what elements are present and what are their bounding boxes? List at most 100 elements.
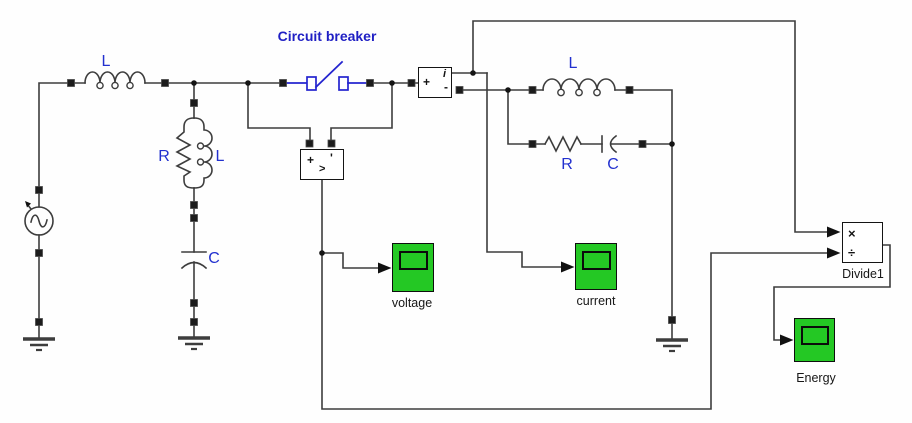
junctions: [191, 70, 675, 256]
coil-curl: [126, 81, 134, 90]
port: [279, 79, 287, 87]
ac-voltage-source[interactable]: [24, 201, 54, 236]
coil-curl: [593, 88, 601, 97]
breaker-contact-right-icon: [338, 76, 349, 91]
wire-to-current-scope: [486, 72, 562, 268]
annotation-circuit-breaker[interactable]: Circuit breaker: [277, 28, 377, 44]
port: [528, 86, 537, 94]
port: [35, 186, 43, 194]
inductor-coil-icon: [542, 78, 616, 91]
coil-curl: [575, 88, 583, 97]
ground-shunt-block[interactable]: [178, 336, 210, 351]
label-load-capacitor: C: [607, 156, 619, 173]
junction-dot: [669, 141, 675, 147]
port: [190, 214, 198, 222]
resistor-zigzag-icon: [543, 135, 583, 153]
port: [327, 139, 336, 148]
ground-load-block[interactable]: [656, 338, 688, 353]
port: [455, 86, 464, 94]
load-rc-block[interactable]: [543, 134, 618, 154]
coil-curl: [96, 81, 104, 90]
wire-current-to-divide: [472, 20, 828, 233]
port: [67, 79, 75, 87]
arrowhead-icon: [827, 247, 841, 259]
caption-energy-scope: Energy: [796, 370, 836, 385]
scope-screen-icon: [399, 251, 428, 270]
label-shunt-inductor: L: [215, 148, 225, 165]
wire-voltage-to-divide: [321, 252, 828, 410]
current-measurement-block[interactable]: + i -: [418, 67, 452, 98]
label-load-inductor: L: [568, 55, 578, 72]
junction-dot: [191, 80, 197, 86]
caption-divide-block: Divide1: [842, 266, 884, 281]
divide-block[interactable]: × ÷: [842, 222, 883, 263]
port: [190, 201, 198, 209]
load-inductor-block[interactable]: [542, 78, 616, 97]
junction-dot: [505, 87, 511, 93]
capacitor-curved-plate-icon: [180, 261, 208, 270]
sine-icon: [30, 214, 48, 228]
port: [35, 249, 43, 257]
wire-to-voltage-scope: [321, 252, 379, 269]
scope-screen-icon: [801, 326, 829, 345]
capacitor-curved-plate-icon: [609, 134, 618, 154]
port: [638, 140, 647, 148]
ports: [35, 79, 676, 326]
voltage-scope-block[interactable]: [392, 243, 434, 292]
arrowhead-icon: [378, 262, 392, 274]
breaker-switch-arm-icon: [314, 60, 344, 89]
wire-source-riser: [38, 82, 86, 208]
caption-current-scope: current: [576, 293, 616, 308]
arrowhead-icon: [827, 226, 841, 238]
inductor-coil-icon: [84, 71, 146, 84]
shunt-rlc-branch-block[interactable]: [175, 117, 213, 270]
label-load-resistor: R: [561, 156, 573, 173]
port: [625, 86, 634, 94]
minus-sign: -: [444, 80, 448, 94]
wire-vm-plus: [247, 82, 311, 142]
coil-curl: [196, 158, 205, 166]
plus-sign: +: [423, 75, 431, 89]
junction-dot: [389, 80, 395, 86]
label-shunt-resistor: R: [158, 148, 170, 165]
port: [190, 299, 198, 307]
port: [190, 318, 198, 326]
arrowhead-icon: [561, 261, 575, 273]
output-chevron: >: [319, 163, 326, 175]
voltage-measurement-block[interactable]: + ' >: [300, 149, 344, 180]
circuit-breaker-block[interactable]: [286, 60, 367, 91]
port: [366, 79, 374, 87]
wire-load-rc-drop: [507, 89, 546, 145]
port: [407, 79, 416, 87]
port: [668, 316, 676, 324]
junction-dot: [245, 80, 251, 86]
junction-dot: [319, 250, 325, 256]
port: [528, 140, 537, 148]
junction-dot: [470, 70, 476, 76]
source-arrowhead-icon: [25, 201, 31, 208]
parallel-resistor-icon: [175, 117, 195, 189]
caption-voltage-scope: voltage: [391, 295, 433, 310]
port: [305, 139, 314, 148]
source-inductor-block[interactable]: [84, 71, 146, 90]
parallel-inductor-icon: [193, 117, 213, 189]
multiply-sign: ×: [848, 226, 856, 241]
label-source-inductor: L: [101, 53, 111, 70]
wire-load-l-right: [614, 89, 673, 341]
source-circle: [24, 206, 54, 236]
scope-screen-icon: [582, 251, 611, 270]
i-output-label: i: [443, 68, 447, 80]
current-scope-block[interactable]: [575, 243, 617, 290]
port: [161, 79, 169, 87]
port: [35, 318, 43, 326]
arrowheads: [378, 226, 841, 346]
port: [190, 99, 198, 107]
energy-scope-block[interactable]: [794, 318, 835, 362]
coil-curl: [557, 88, 565, 97]
coil-curl: [111, 81, 119, 90]
ground-source-block[interactable]: [23, 337, 55, 352]
wires: [38, 20, 891, 410]
breaker-contact-left-icon: [306, 76, 317, 91]
arrowhead-icon: [780, 334, 794, 346]
